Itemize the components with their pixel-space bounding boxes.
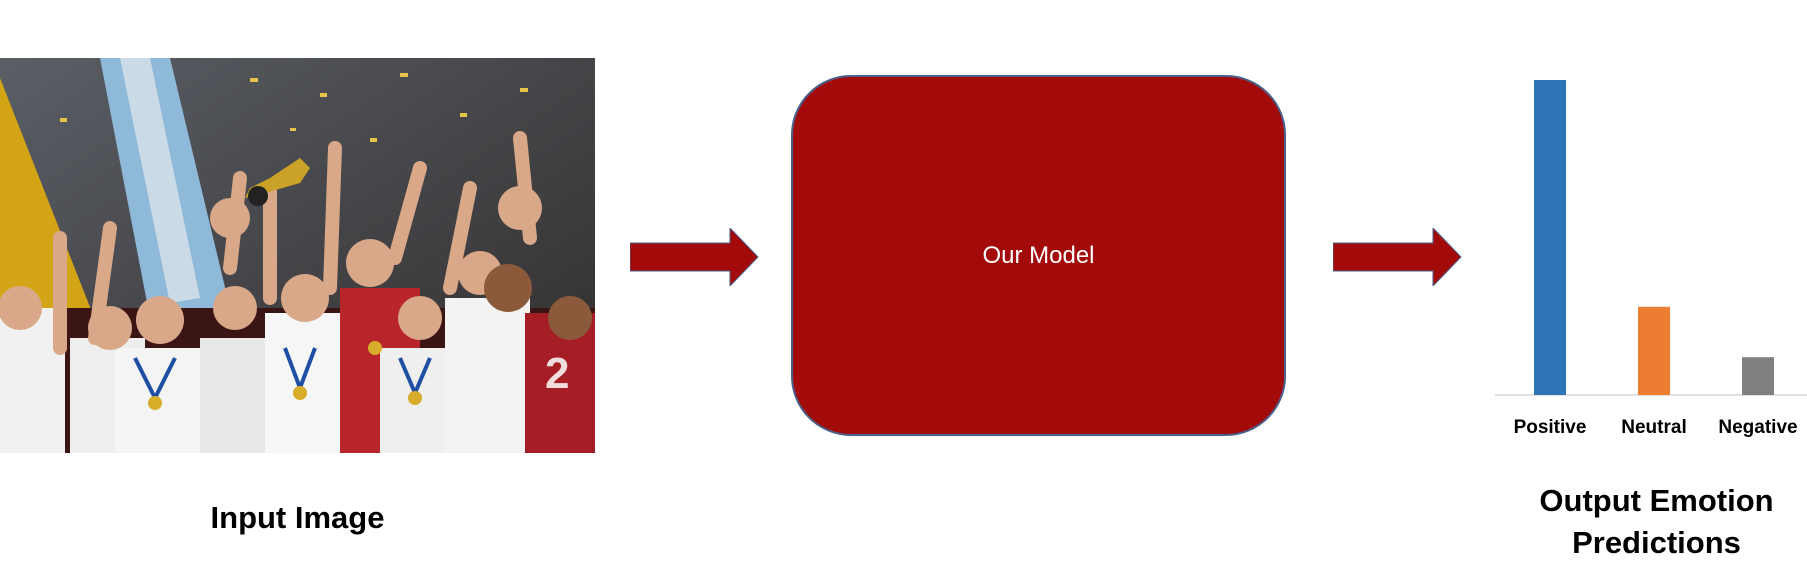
bar-neutral bbox=[1638, 306, 1670, 395]
input-image: 2 bbox=[0, 58, 595, 453]
model-box: Our Model bbox=[791, 75, 1286, 436]
bar-negative bbox=[1742, 357, 1774, 395]
bar-positive bbox=[1534, 80, 1566, 395]
team-celebration-photo: 2 bbox=[0, 58, 595, 453]
output-caption-line1: Output Emotion bbox=[1539, 483, 1774, 518]
emotion-bar-chart-svg: Positive Neutral Negative bbox=[1495, 80, 1807, 438]
right-arrow-icon bbox=[630, 228, 759, 286]
tick-label-neutral: Neutral bbox=[1621, 417, 1686, 438]
model-label: Our Model bbox=[982, 241, 1095, 269]
emotion-bar-chart: Positive Neutral Negative bbox=[1495, 60, 1807, 460]
output-caption-line2: Predictions bbox=[1572, 525, 1741, 560]
input-image-caption: Input Image bbox=[210, 500, 385, 535]
svg-text:2: 2 bbox=[545, 349, 569, 398]
output-caption: Output Emotion Predictions bbox=[1460, 480, 1807, 564]
tick-label-negative: Negative bbox=[1718, 417, 1797, 438]
tick-label-positive: Positive bbox=[1514, 417, 1587, 438]
right-arrow-icon bbox=[1333, 228, 1462, 286]
